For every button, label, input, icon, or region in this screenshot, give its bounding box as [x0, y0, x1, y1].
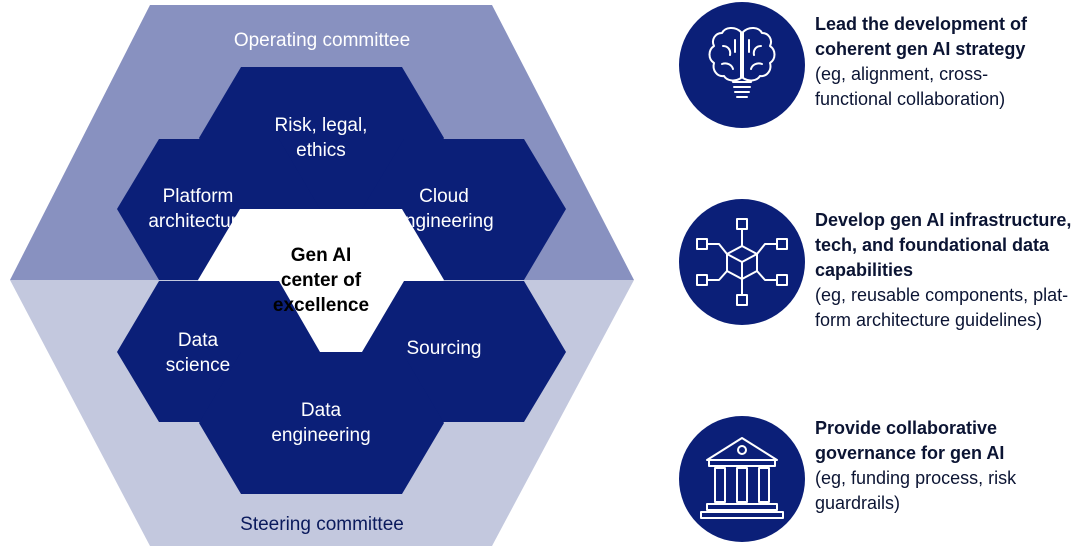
function-governance-text: Provide collaborative governance for gen…: [815, 416, 1085, 516]
function-governance-detail-1: (eg, funding process, risk: [815, 468, 1017, 488]
hex-data-engineering: [199, 352, 444, 494]
function-strategy-title-1: Lead the development of: [815, 14, 1028, 34]
function-strategy-detail-2: functional collaboration): [815, 89, 1006, 109]
function-strategy-text: Lead the development of coherent gen AI …: [815, 12, 1085, 112]
hex-risk-label: Risk, legal,ethics: [274, 115, 368, 161]
network-cube-icon: [679, 199, 805, 325]
function-infrastructure-text: Develop gen AI infrastructure, tech, and…: [815, 208, 1085, 333]
function-infrastructure-detail-2: form architecture guidelines): [815, 310, 1043, 330]
steering-committee-label: Steering committee: [240, 514, 404, 535]
function-infrastructure-detail-1: (eg, reusable components, plat-: [815, 285, 1069, 305]
function-infrastructure-title-3: capabilities: [815, 260, 914, 280]
function-governance-title-1: Provide collaborative: [815, 418, 998, 438]
government-building-icon: [679, 416, 805, 542]
operating-committee-label: Operating committee: [233, 30, 411, 51]
hex-sourcing-label: Sourcing: [406, 338, 482, 359]
function-strategy-detail-1: (eg, alignment, cross-: [815, 64, 989, 84]
brain-lightbulb-icon: [679, 2, 805, 128]
function-infrastructure-title-1: Develop gen AI infrastructure,: [815, 210, 1072, 230]
function-governance-title-2: governance for gen AI: [815, 443, 1005, 463]
function-infrastructure-title-2: tech, and foundational data: [815, 235, 1050, 255]
function-strategy-title-2: coherent gen AI strategy: [815, 39, 1026, 59]
function-governance-detail-2: guardrails): [815, 493, 901, 513]
